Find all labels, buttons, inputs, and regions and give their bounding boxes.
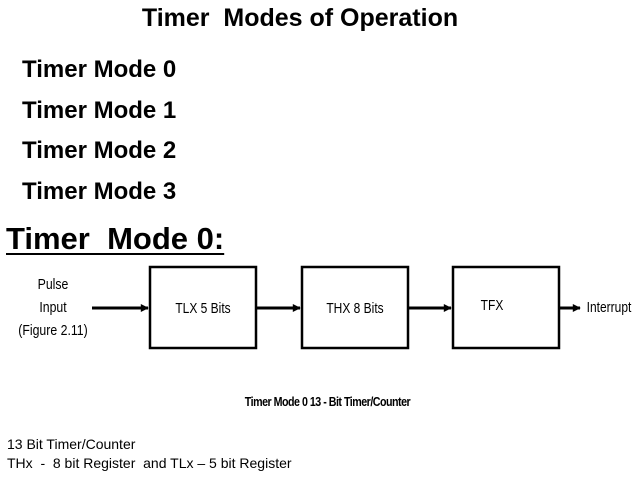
output-label: Interrupt bbox=[587, 299, 632, 316]
thx-block-label: THX 8 Bits bbox=[326, 300, 384, 317]
section-heading: Timer Mode 0: bbox=[6, 221, 225, 256]
slide-title: Timer Modes of Operation bbox=[141, 4, 459, 32]
mode-list-item: Timer Mode 3 bbox=[22, 177, 177, 205]
tfx-block-label: TFX bbox=[481, 297, 504, 314]
input-label-line-2: Input bbox=[39, 299, 67, 315]
diagram-caption: Timer Mode 0 13 - Bit Timer/Counter bbox=[244, 394, 411, 409]
note-line-2: THx - 8 bit Register and TLx – 5 bit Reg… bbox=[7, 455, 292, 471]
input-label-line-3: (Figure 2.11) bbox=[18, 322, 87, 338]
mode-list-item: Timer Mode 0 bbox=[22, 56, 177, 83]
mode-list: Timer Mode 0 Timer Mode 1 Timer Mode 2 T… bbox=[22, 54, 176, 216]
note-line-1: 13 Bit Timer/Counter bbox=[7, 436, 136, 452]
tlx-block-label: TLX 5 Bits bbox=[175, 300, 231, 317]
mode-list-item: Timer Mode 2 bbox=[22, 137, 177, 164]
tfx-block bbox=[451, 265, 561, 350]
mode-list-item: Timer Mode 1 bbox=[22, 96, 177, 124]
timer-mode-0-diagram: Pulse Input (Figure 2.11) TLX 5 Bits THX… bbox=[18, 265, 632, 350]
input-label-line-1: Pulse bbox=[38, 276, 69, 292]
